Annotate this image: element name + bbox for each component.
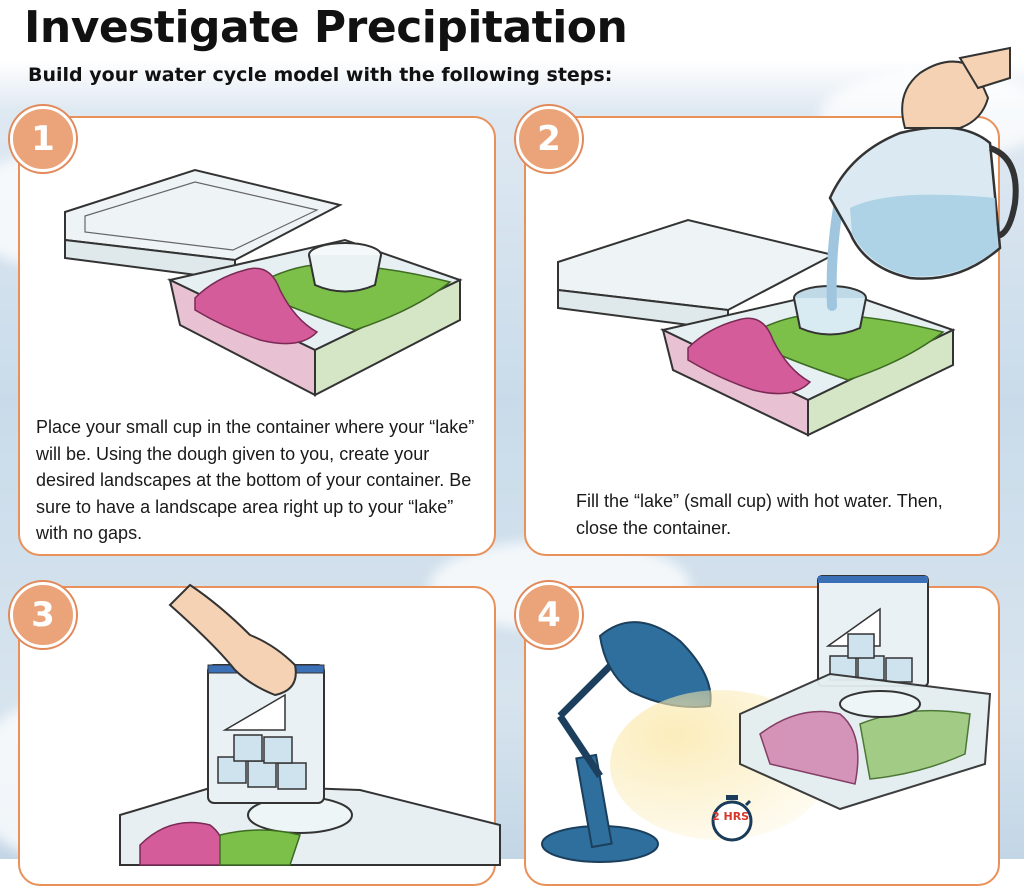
page-title: Investigate Precipitation <box>24 2 628 53</box>
container-with-dough-illustration <box>64 168 463 397</box>
hand-holding-ice-bag-icon <box>119 583 501 866</box>
step-3-number-badge: 3 <box>10 582 76 648</box>
timer-label: 2 HRS <box>712 810 750 823</box>
page-subtitle: Build your water cycle model with the fo… <box>28 64 613 86</box>
timer-icon <box>711 795 753 842</box>
container-with-dough-illustration <box>557 218 956 437</box>
container-with-ice-bag-icon <box>739 575 992 811</box>
step-1-instructions: Place your small cup in the container wh… <box>36 417 475 543</box>
step-1-number-badge: 1 <box>10 106 76 172</box>
step-4-number-badge: 4 <box>516 582 582 648</box>
step-2-instructions: Fill the “lake” (small cup) with hot wat… <box>576 491 943 538</box>
pitcher-pouring-icon <box>826 46 1019 311</box>
step-2-number-badge: 2 <box>516 106 582 172</box>
